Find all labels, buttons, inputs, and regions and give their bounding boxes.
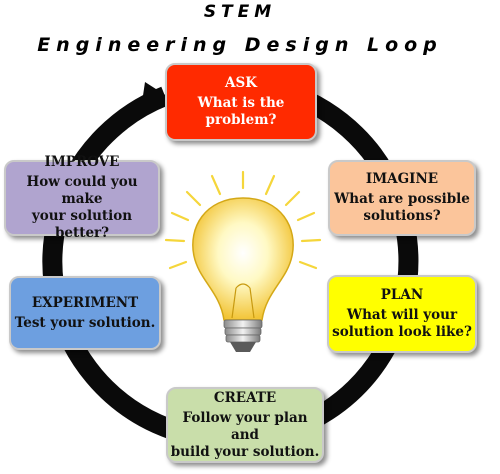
step-plan: PLAN What will your solution look like? [327, 275, 477, 353]
step-imagine-text-1: What are possible [334, 191, 470, 207]
step-imagine-text-2: solutions? [363, 208, 441, 224]
step-experiment: EXPERIMENT Test your solution. [9, 276, 161, 350]
step-create-text-1: Follow your plan and [182, 409, 308, 443]
step-improve: IMPROVE How could you make your solution… [4, 154, 160, 241]
step-improve-text-2: your solution better? [31, 208, 133, 241]
step-improve-text-1: How could you make [26, 174, 138, 207]
step-ask: ASK What is the problem? [165, 63, 317, 141]
step-ask-text: What is the problem? [197, 95, 285, 128]
step-plan-text-2: solution look like? [332, 324, 472, 340]
lightbulb-icon [164, 170, 322, 352]
step-ask-label: ASK [225, 75, 257, 91]
step-imagine-label: IMAGINE [365, 171, 439, 187]
step-plan-text-1: What will your [346, 307, 458, 323]
step-create: CREATE Follow your plan and build your s… [166, 387, 324, 463]
step-plan-label: PLAN [380, 287, 424, 303]
step-create-label: CREATE [213, 389, 277, 406]
step-experiment-label: EXPERIMENT [31, 294, 139, 311]
step-create-text-2: build your solution. [170, 443, 320, 460]
step-imagine: IMAGINE What are possible solutions? [328, 160, 476, 236]
step-improve-label: IMPROVE [44, 154, 120, 170]
diagram-subtitle: Engineering Design Loop [37, 34, 443, 56]
diagram-title: STEM [203, 2, 277, 22]
step-experiment-text: Test your solution. [14, 314, 156, 331]
